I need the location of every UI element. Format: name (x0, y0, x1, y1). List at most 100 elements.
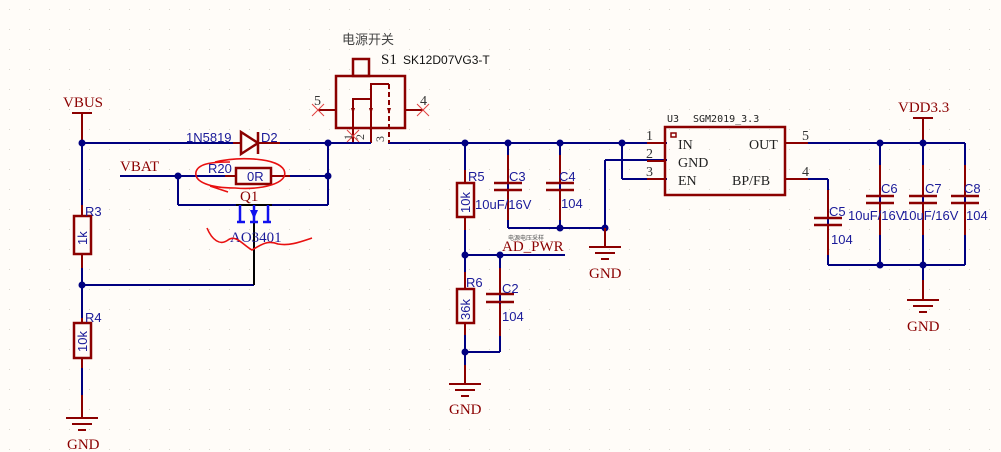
capacitor-c6[interactable]: C6 10uF/16V (848, 165, 905, 235)
pin-number: 2 (646, 147, 653, 162)
resistor-body (455, 287, 476, 325)
capacitor-c4[interactable]: C4 104 (546, 155, 583, 220)
pin-number: 1 (646, 129, 653, 144)
value: 10uF/16V (475, 197, 532, 212)
part-number: SK12D07VG3-T (403, 53, 490, 67)
junction (324, 139, 332, 147)
resistor-r4[interactable]: R4 10k (72, 310, 102, 368)
designator: C4 (559, 169, 576, 184)
ldo-u3[interactable]: U3 SGM2019_3.3 1 2 3 5 4 IN GND EN OUT B… (646, 114, 809, 197)
junction (919, 139, 927, 147)
junction (618, 139, 626, 147)
pin-number: 5 (802, 129, 809, 144)
value: 104 (966, 208, 988, 223)
junctions (78, 139, 927, 356)
junction (919, 261, 927, 269)
pin1-marker (670, 132, 677, 138)
resistor-body (72, 214, 93, 256)
switch-title-cn: 电源开关 (342, 33, 394, 48)
value: 10uF/16V (902, 208, 959, 223)
value: 1N5819 (186, 130, 232, 145)
designator: R6 (466, 275, 483, 290)
net-label-vbat[interactable]: VBAT (120, 159, 159, 175)
ad-pwr-note: 电源电压采样 (508, 234, 544, 242)
junction (324, 172, 332, 180)
contact-arrow (387, 108, 391, 114)
designator: C7 (925, 181, 942, 196)
resistor-body (72, 321, 93, 360)
pin-number: 1 (341, 134, 355, 140)
resistor-body (234, 166, 273, 186)
switch-s1[interactable]: 电源开关 S1 SK12D07VG3-T 5 4 1 2 3 (311, 33, 490, 143)
pin-number: 3 (646, 165, 653, 180)
power-port-vbus[interactable]: VBUS (63, 95, 103, 114)
junction (504, 139, 512, 147)
contact-arrow (369, 108, 373, 114)
designator: C5 (829, 204, 846, 219)
value: 0R (247, 169, 264, 184)
junction (556, 224, 564, 232)
capacitor-c5[interactable]: C5 104 (814, 190, 853, 255)
part-number: SGM2019_3.3 (693, 114, 759, 125)
pin-label-in: IN (678, 138, 693, 153)
contact-arrow (351, 108, 355, 114)
gnd-label: GND (589, 266, 622, 282)
designator: D2 (261, 130, 278, 145)
power-port-vdd[interactable]: VDD3.3 (898, 100, 949, 119)
no-connect-icon (346, 129, 360, 143)
resistor-r20[interactable]: R20 0R (208, 161, 290, 186)
value: 10k (458, 192, 473, 213)
value: 36k (458, 299, 473, 320)
capacitor-c3[interactable]: C3 10uF/16V (475, 155, 532, 220)
net-label-ad-pwr[interactable]: AD_PWR (502, 239, 564, 255)
designator: R20 (208, 161, 232, 176)
junction (496, 251, 504, 259)
value: 104 (502, 309, 524, 324)
pin-number: 2 (353, 134, 367, 140)
designator: R5 (468, 169, 485, 184)
gnd-label: GND (67, 437, 100, 452)
no-connect-icon (416, 103, 430, 117)
pin-label-en: EN (678, 174, 697, 189)
junction (556, 139, 564, 147)
value: 10uF/16V (848, 208, 905, 223)
pin-label-out: OUT (749, 138, 778, 153)
designator: C2 (502, 281, 519, 296)
pin-number: 3 (373, 136, 387, 142)
designator: U3 (667, 114, 679, 125)
gnd-symbol-out[interactable]: GND (907, 280, 940, 335)
resistor-body (455, 181, 476, 219)
junction (461, 251, 469, 259)
capacitor-c7[interactable]: C7 10uF/16V (902, 165, 959, 235)
value: 104 (831, 232, 853, 247)
designator: Q1 (240, 189, 258, 205)
diode-d2[interactable]: 1N5819 D2 (186, 129, 280, 157)
junction (461, 139, 469, 147)
gnd-symbol-r4[interactable]: GND (66, 395, 100, 452)
net-label-vdd: VDD3.3 (898, 100, 949, 116)
junction (78, 139, 86, 147)
designator: C3 (509, 169, 526, 184)
pin-number: 4 (802, 165, 809, 180)
resistor-r3[interactable]: R3 1k (72, 204, 102, 268)
resistor-r5[interactable]: R5 10k (455, 169, 485, 230)
gnd-symbol-r6[interactable]: GND (449, 365, 482, 418)
designator: R4 (85, 310, 102, 325)
value: 104 (561, 196, 583, 211)
no-connect-icon (311, 103, 325, 117)
designator: C8 (964, 181, 981, 196)
resistor-r6[interactable]: R6 36k (455, 272, 483, 335)
capacitor-c8[interactable]: C8 104 (951, 165, 988, 235)
junction (876, 261, 884, 269)
switch-contact-1 (352, 98, 371, 143)
mosfet-q1[interactable]: Q1 AO3401 (230, 189, 282, 246)
pin-label-gnd: GND (678, 156, 708, 171)
designator: R3 (85, 204, 102, 219)
annotation-marks (195, 157, 313, 251)
gnd-label: GND (449, 402, 482, 418)
capacitor-c2[interactable]: C2 104 (486, 268, 524, 336)
designator: C6 (881, 181, 898, 196)
mos-arrow (250, 210, 258, 219)
gnd-symbol-ldo[interactable]: GND (589, 228, 622, 282)
